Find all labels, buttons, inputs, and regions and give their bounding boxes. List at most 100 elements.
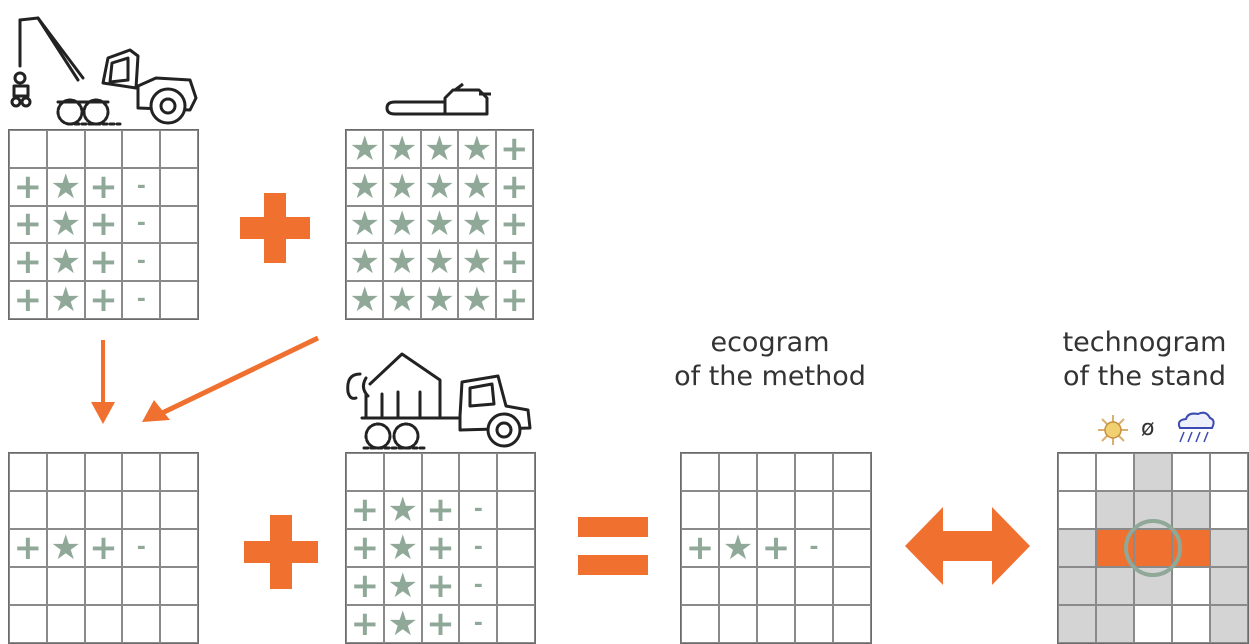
star-symbol: ★ xyxy=(46,205,85,244)
grid-cell xyxy=(719,491,757,529)
grid-cell xyxy=(160,453,198,491)
technogram-cell xyxy=(1210,567,1248,605)
plus-symbol: + xyxy=(681,529,719,567)
star-symbol: ★ xyxy=(46,529,85,567)
plus-symbol: + xyxy=(495,281,533,319)
star-symbol: ★ xyxy=(46,167,85,206)
grid-cell xyxy=(421,453,460,491)
technogram-cell xyxy=(1096,453,1134,491)
grid-cell xyxy=(9,453,47,491)
technogram-grid xyxy=(1057,452,1249,644)
minus-symbol: - xyxy=(122,243,161,282)
grid-cell xyxy=(160,130,198,168)
technogram-highlight-circle xyxy=(1124,519,1182,577)
plus-symbol: + xyxy=(757,529,795,567)
minus-symbol: - xyxy=(459,529,498,567)
plus-symbol: + xyxy=(84,243,123,282)
star-symbol: ★ xyxy=(420,281,459,319)
technogram-cell xyxy=(1210,529,1248,567)
grid-cell xyxy=(757,605,795,643)
grid-cell xyxy=(795,491,833,529)
star-symbol: ★ xyxy=(383,205,421,244)
plus-symbol: + xyxy=(84,529,123,567)
equals-operator xyxy=(578,517,648,575)
grid-cell xyxy=(122,130,161,168)
technogram-cell xyxy=(1172,567,1210,605)
plus-symbol: + xyxy=(495,205,533,244)
plus-symbol: + xyxy=(9,205,47,244)
grid-cell xyxy=(160,491,198,529)
grid-cell xyxy=(160,243,198,282)
grid-cell xyxy=(497,605,535,643)
grid-cell xyxy=(46,453,85,491)
grid-cell xyxy=(795,567,833,605)
star-symbol: ★ xyxy=(458,130,496,168)
grid-cell xyxy=(681,491,719,529)
chainsaw-icon xyxy=(385,82,491,116)
combined-grid: +★+- xyxy=(8,452,199,644)
plus-symbol: + xyxy=(495,130,533,168)
star-symbol: ★ xyxy=(46,243,85,282)
grid-cell xyxy=(84,605,123,643)
double-arrow-icon xyxy=(905,507,1030,585)
grid-cell xyxy=(9,491,47,529)
star-symbol: ★ xyxy=(383,529,422,567)
grid-cell xyxy=(833,567,871,605)
grid-cell xyxy=(84,567,123,605)
minus-symbol: - xyxy=(122,167,161,206)
star-symbol: ★ xyxy=(346,130,384,168)
chainsaw-grid: ★★★★+★★★★+★★★★+★★★★+★★★★+ xyxy=(345,129,534,320)
star-symbol: ★ xyxy=(383,605,422,643)
grid-cell xyxy=(160,281,198,319)
star-symbol: ★ xyxy=(383,130,421,168)
star-symbol: ★ xyxy=(383,243,421,282)
plus-symbol: + xyxy=(9,281,47,319)
plus-symbol: + xyxy=(346,529,384,567)
plus-symbol: + xyxy=(346,605,384,643)
grid-cell xyxy=(833,529,871,567)
technogram-cell xyxy=(1058,491,1096,529)
star-symbol: ★ xyxy=(420,167,459,206)
grid-cell xyxy=(757,491,795,529)
technogram-cell xyxy=(1210,491,1248,529)
technogram-cell xyxy=(1058,605,1096,643)
grid-cell xyxy=(681,567,719,605)
technogram-cell xyxy=(1210,453,1248,491)
technogram-cell xyxy=(1172,453,1210,491)
ecogram-caption-line1: ecogram xyxy=(710,327,830,358)
harvester-machine-icon xyxy=(10,16,198,126)
technogram-cell xyxy=(1172,491,1210,529)
star-symbol: ★ xyxy=(346,243,384,282)
grid-cell xyxy=(160,605,198,643)
plus-symbol: + xyxy=(9,529,47,567)
grid-cell xyxy=(383,453,422,491)
plus-symbol: + xyxy=(84,167,123,206)
grid-cell xyxy=(46,605,85,643)
ecogram-caption: ecogram of the method xyxy=(660,326,880,394)
plus-operator-top xyxy=(240,193,310,263)
minus-symbol: - xyxy=(122,281,161,319)
grid-cell xyxy=(84,453,123,491)
plus-operator-bottom xyxy=(244,515,318,589)
grid-cell xyxy=(84,491,123,529)
star-symbol: ★ xyxy=(346,167,384,206)
grid-cell xyxy=(497,529,535,567)
diagonal-arrow-icon xyxy=(142,335,320,422)
grid-cell xyxy=(160,205,198,244)
star-symbol: ★ xyxy=(346,281,384,319)
minus-symbol: - xyxy=(122,529,161,567)
star-symbol: ★ xyxy=(458,205,496,244)
star-symbol: ★ xyxy=(383,491,422,529)
plus-symbol: + xyxy=(421,529,460,567)
grid-cell xyxy=(46,567,85,605)
harvester-grid: +★+-+★+-+★+-+★+- xyxy=(8,129,199,320)
grid-cell xyxy=(459,453,498,491)
grid-cell xyxy=(833,605,871,643)
technogram-cell xyxy=(1058,567,1096,605)
grid-cell xyxy=(160,529,198,567)
plus-symbol: + xyxy=(421,491,460,529)
star-symbol: ★ xyxy=(383,167,421,206)
plus-symbol: + xyxy=(9,243,47,282)
plus-symbol: + xyxy=(84,205,123,244)
ecogram-caption-line2: of the method xyxy=(674,361,866,392)
